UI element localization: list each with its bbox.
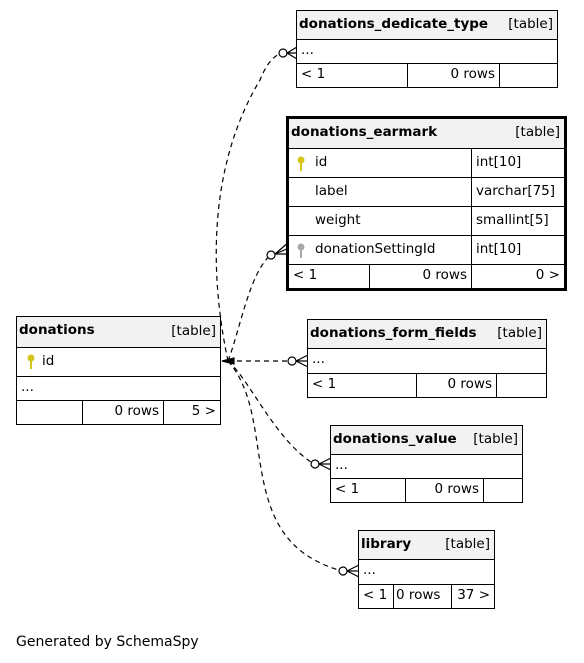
column-name: id — [315, 154, 328, 170]
parents-count: < 1 — [363, 587, 388, 603]
row-count: 0 rows — [450, 66, 495, 82]
table-footer: 0 rows 5 > — [17, 401, 220, 424]
columns-placeholder: ... — [21, 379, 34, 395]
row-count: 0 rows — [396, 587, 441, 603]
columns-placeholder-row: ... — [359, 560, 494, 585]
columns-placeholder-row: ... — [17, 377, 220, 401]
foreign-key-icon — [297, 243, 305, 258]
table-header: library [table] — [359, 531, 494, 560]
table-footer: < 1 0 rows — [308, 374, 546, 397]
table-footer: < 1 0 rows — [297, 64, 557, 87]
column-name: weight — [315, 212, 361, 228]
columns-placeholder: ... — [363, 562, 376, 578]
column-type: int[10] — [476, 154, 522, 170]
table-type: [table] — [515, 124, 560, 140]
table-footer: < 1 0 rows — [331, 479, 522, 502]
children-count: 5 > — [191, 403, 216, 419]
columns-placeholder: ... — [301, 42, 314, 58]
columns-placeholder-row: ... — [297, 40, 557, 64]
column-type: int[10] — [476, 241, 522, 257]
column-row: id — [17, 348, 220, 377]
row-count: 0 rows — [114, 403, 159, 419]
column-name: donationSettingId — [315, 241, 436, 257]
columns-placeholder-row: ... — [308, 349, 546, 374]
columns-placeholder: ... — [335, 457, 348, 473]
table-library[interactable]: library [table] ... < 1 0 rows 37 > — [358, 530, 495, 609]
table-name: donations_dedicate_type — [299, 16, 489, 32]
column-row: label varchar[75] — [289, 178, 564, 207]
table-name: donations_form_fields — [310, 325, 477, 341]
column-row: id int[10] — [289, 149, 564, 178]
column-row: weight smallint[5] — [289, 207, 564, 236]
crowfoot-form-fields — [287, 354, 309, 368]
table-header: donations_value [table] — [331, 426, 522, 455]
table-type: [table] — [171, 323, 216, 339]
table-donations-form-fields[interactable]: donations_form_fields [table] ... < 1 0 … — [307, 319, 547, 398]
edge-to-library — [227, 360, 343, 572]
children-count: 0 > — [535, 267, 560, 283]
table-name: donations_earmark — [291, 124, 438, 140]
table-header: donations_earmark [table] — [289, 119, 564, 149]
crowfoot-value — [310, 457, 332, 471]
edge-to-value — [227, 360, 315, 465]
table-donations-earmark[interactable]: donations_earmark [table] id int[10] lab… — [286, 116, 567, 291]
table-type: [table] — [497, 325, 542, 341]
row-count: 0 rows — [434, 481, 479, 497]
children-count: 37 > — [457, 587, 490, 603]
column-row: donationSettingId int[10] — [289, 236, 564, 265]
table-header: donations [table] — [17, 317, 220, 348]
table-type: [table] — [473, 431, 518, 447]
columns-placeholder: ... — [312, 351, 325, 367]
table-name: donations_value — [333, 431, 457, 447]
parent-arrow — [221, 357, 235, 365]
table-donations-dedicate-type[interactable]: donations_dedicate_type [table] ... < 1 … — [296, 10, 558, 88]
parents-count: < 1 — [335, 481, 360, 497]
table-footer: < 1 0 rows 0 > — [289, 265, 564, 289]
table-header: donations_dedicate_type [table] — [297, 11, 557, 40]
table-donations[interactable]: donations [table] id ... 0 rows 5 > — [16, 316, 221, 425]
table-header: donations_form_fields [table] — [308, 320, 546, 349]
row-count: 0 rows — [422, 267, 467, 283]
column-name: id — [42, 353, 55, 369]
crowfoot-dedicate-type — [278, 46, 298, 60]
table-donations-value[interactable]: donations_value [table] ... < 1 0 rows — [330, 425, 523, 503]
table-footer: < 1 0 rows 37 > — [359, 585, 494, 608]
column-type: varchar[75] — [476, 183, 556, 199]
table-name: donations — [19, 322, 95, 338]
table-type: [table] — [445, 536, 490, 552]
primary-key-icon — [27, 354, 35, 369]
parents-count: < 1 — [293, 267, 318, 283]
table-type: [table] — [508, 16, 553, 32]
row-count: 0 rows — [447, 376, 492, 392]
edge-to-dedicate-type — [215, 52, 283, 362]
crowfoot-earmark — [266, 241, 290, 260]
column-name: label — [315, 183, 348, 199]
parents-count: < 1 — [312, 376, 337, 392]
edge-to-earmark — [227, 253, 273, 362]
table-name: library — [361, 536, 412, 552]
primary-key-icon — [297, 156, 305, 171]
generator-credit: Generated by SchemaSpy — [16, 634, 199, 650]
parents-count: < 1 — [301, 66, 326, 82]
column-type: smallint[5] — [476, 212, 549, 228]
columns-placeholder-row: ... — [331, 455, 522, 479]
crowfoot-library — [338, 564, 360, 578]
